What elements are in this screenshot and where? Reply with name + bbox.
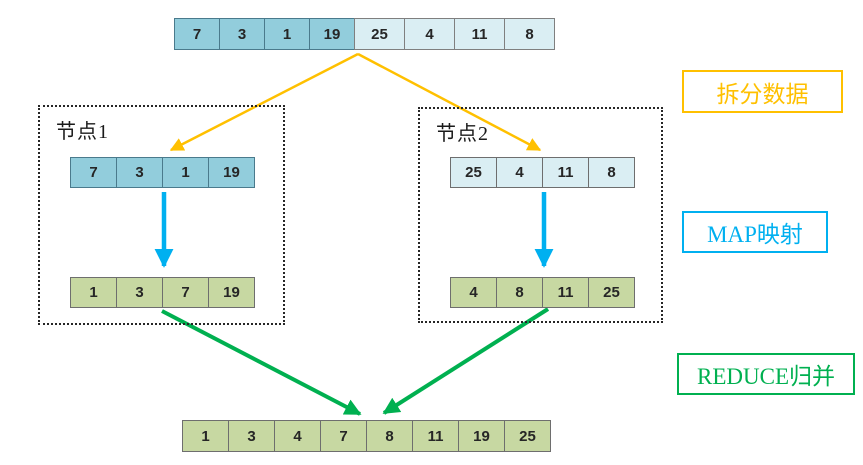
reduce-stage-label: REDUCE归并 (677, 353, 855, 395)
map-stage-label: MAP映射 (682, 211, 828, 253)
split-stage-label: 拆分数据 (682, 70, 843, 113)
array-cell: 4 (274, 420, 321, 452)
array-cell: 19 (208, 277, 255, 308)
array-cell: 1 (264, 18, 310, 50)
array-cell: 7 (162, 277, 209, 308)
array-cell: 3 (116, 277, 163, 308)
array-cell: 8 (496, 277, 543, 308)
array-cell: 25 (354, 18, 405, 50)
reduce-arrow-from-node2 (382, 307, 550, 415)
array-cell: 3 (219, 18, 265, 50)
reduce-arrow-from-node1 (161, 309, 362, 416)
array-cell: 3 (116, 157, 163, 188)
array-cell: 11 (412, 420, 459, 452)
array-cell: 19 (208, 157, 255, 188)
array-cell: 19 (458, 420, 505, 452)
array-cell: 7 (70, 157, 117, 188)
node1-label: 节点1 (56, 121, 109, 143)
array-cell: 8 (366, 420, 413, 452)
array-cell: 11 (542, 277, 589, 308)
array-cell: 1 (182, 420, 229, 452)
array-cell: 4 (496, 157, 543, 188)
array-cell: 19 (309, 18, 355, 50)
node1-box: 节点1 (38, 105, 285, 325)
array-cell: 4 (450, 277, 497, 308)
array-cell: 7 (174, 18, 220, 50)
array-cell: 25 (450, 157, 497, 188)
array-cell: 7 (320, 420, 367, 452)
array-cell: 1 (162, 157, 209, 188)
array-cell: 1 (70, 277, 117, 308)
array-cell: 8 (588, 157, 635, 188)
array-cell: 3 (228, 420, 275, 452)
node2-box: 节点2 (418, 107, 663, 323)
array-cell: 11 (542, 157, 589, 188)
array-cell: 25 (588, 277, 635, 308)
array-cell: 8 (504, 18, 555, 50)
array-cell: 4 (404, 18, 455, 50)
array-cell: 25 (504, 420, 551, 452)
array-cell: 11 (454, 18, 505, 50)
node2-label: 节点2 (436, 123, 489, 145)
